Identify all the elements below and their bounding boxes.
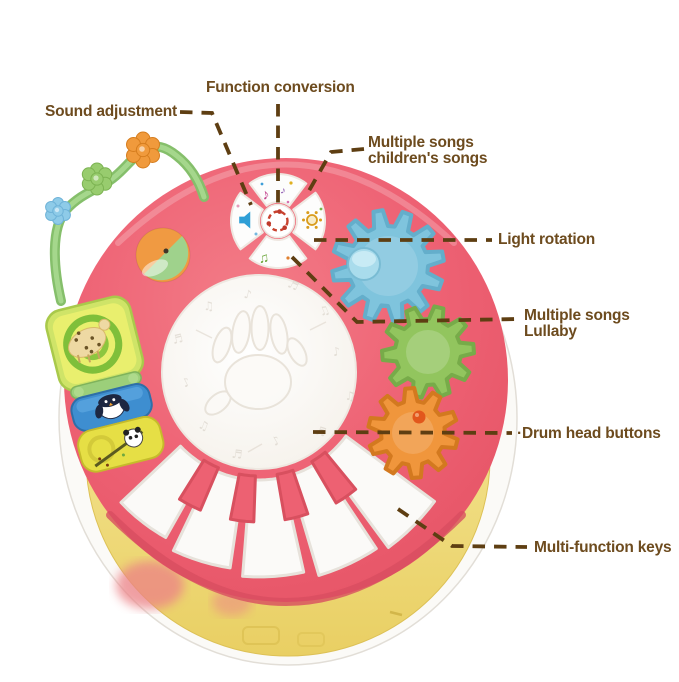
- blue-gear[interactable]: [330, 208, 446, 324]
- animal-rollers[interactable]: [43, 293, 167, 475]
- orange-flower-bead[interactable]: [126, 131, 160, 169]
- label-drum-head-buttons: ·Drum head buttons: [517, 425, 661, 442]
- lullaby-notes-icon: ♫: [258, 249, 270, 266]
- blue-flower-bead[interactable]: [45, 197, 71, 225]
- svg-text:♫: ♫: [196, 417, 211, 434]
- base-emboss-mark: [297, 632, 325, 647]
- speckle: [236, 204, 240, 208]
- panda-icon: [123, 426, 144, 448]
- pink-key[interactable]: [310, 450, 358, 505]
- label-function-conversion: Function conversion: [206, 79, 355, 96]
- giraffe-panel[interactable]: [43, 293, 146, 393]
- label-light-rotation: Light rotation: [498, 231, 596, 248]
- label-line: Multiple songs: [524, 307, 630, 324]
- pink-key[interactable]: [178, 458, 220, 512]
- speckle: [105, 463, 109, 467]
- speckle: [289, 181, 293, 185]
- speaker-icon: [239, 211, 251, 229]
- label-line: children's songs: [368, 149, 488, 167]
- plate-top-highlight: [115, 161, 457, 246]
- function-ring-dot: [266, 221, 272, 226]
- orange-gear[interactable]: [366, 386, 460, 480]
- callout-line-lullaby: [290, 255, 519, 324]
- speckle: [286, 256, 290, 260]
- pink-key[interactable]: [275, 468, 310, 522]
- svg-text:♫: ♫: [203, 299, 214, 313]
- function-conversion-button[interactable]: [260, 203, 296, 239]
- hand-print: [204, 305, 308, 416]
- piano-keys[interactable]: [119, 434, 436, 579]
- base-emboss-mark: [242, 626, 280, 645]
- gear-bump: [412, 410, 426, 424]
- base-pink-reflection: [116, 561, 184, 609]
- speckle: [260, 182, 264, 186]
- giraffe-icon: [68, 318, 111, 364]
- maze-wire-highlight: [52, 144, 207, 304]
- svg-text:♫: ♫: [344, 389, 356, 404]
- label-multiple-songs-lullaby: Multiple songs Lullaby: [524, 308, 630, 339]
- function-ring-dot: [282, 225, 288, 230]
- drum-squiggle: [195, 321, 327, 453]
- callout-line-multi-function: [396, 507, 528, 549]
- label-multi-function-keys: Multi-function keys: [534, 539, 672, 556]
- svg-text:♫: ♫: [317, 302, 332, 319]
- speckle: [98, 457, 102, 461]
- label-multiple-songs-children: Multiple songs children's songs: [368, 134, 488, 167]
- ball-dot: [163, 248, 169, 254]
- hinge-knob: [73, 386, 84, 397]
- control-panel: ♪ ♪ ♫: [230, 173, 326, 269]
- hinge-knob: [128, 373, 139, 384]
- green-gear[interactable]: [380, 304, 476, 400]
- svg-text:♬: ♬: [231, 447, 243, 462]
- speckle: [121, 453, 125, 457]
- svg-text:♬: ♬: [286, 276, 302, 293]
- spinner-ball[interactable]: [135, 227, 191, 283]
- svg-text:♪: ♪: [243, 287, 253, 302]
- callout-line-children-songs: [304, 147, 365, 197]
- speckle: [254, 232, 258, 236]
- gear-bump-highlight: [415, 413, 419, 417]
- pink-key[interactable]: [228, 472, 257, 524]
- function-ring-dot: [277, 209, 282, 214]
- svg-text:♬: ♬: [171, 331, 185, 347]
- speckle: [286, 200, 290, 204]
- green-flower-bead[interactable]: [81, 162, 113, 196]
- label-line: Lullaby: [524, 322, 577, 340]
- penguin-icon: [95, 394, 130, 420]
- plate-bottom-shadow: [106, 511, 466, 606]
- callout-line-sound-adjustment: [179, 110, 253, 206]
- music-note-icon: ♪: [260, 186, 271, 204]
- connector-lines: [179, 104, 528, 549]
- svg-text:♪: ♪: [332, 344, 342, 359]
- base-emboss-mark: [389, 610, 403, 617]
- panda-roller[interactable]: [75, 414, 167, 475]
- callout-line-drum-head: [312, 430, 513, 435]
- bead-maze[interactable]: [45, 131, 209, 306]
- sun-icon: [302, 207, 323, 229]
- label-sound-adjustment: Sound adjustment: [45, 103, 177, 120]
- music-note-icon: ♪: [279, 185, 287, 197]
- lullaby-button[interactable]: [248, 235, 308, 269]
- label-line: Multiple songs: [368, 134, 474, 151]
